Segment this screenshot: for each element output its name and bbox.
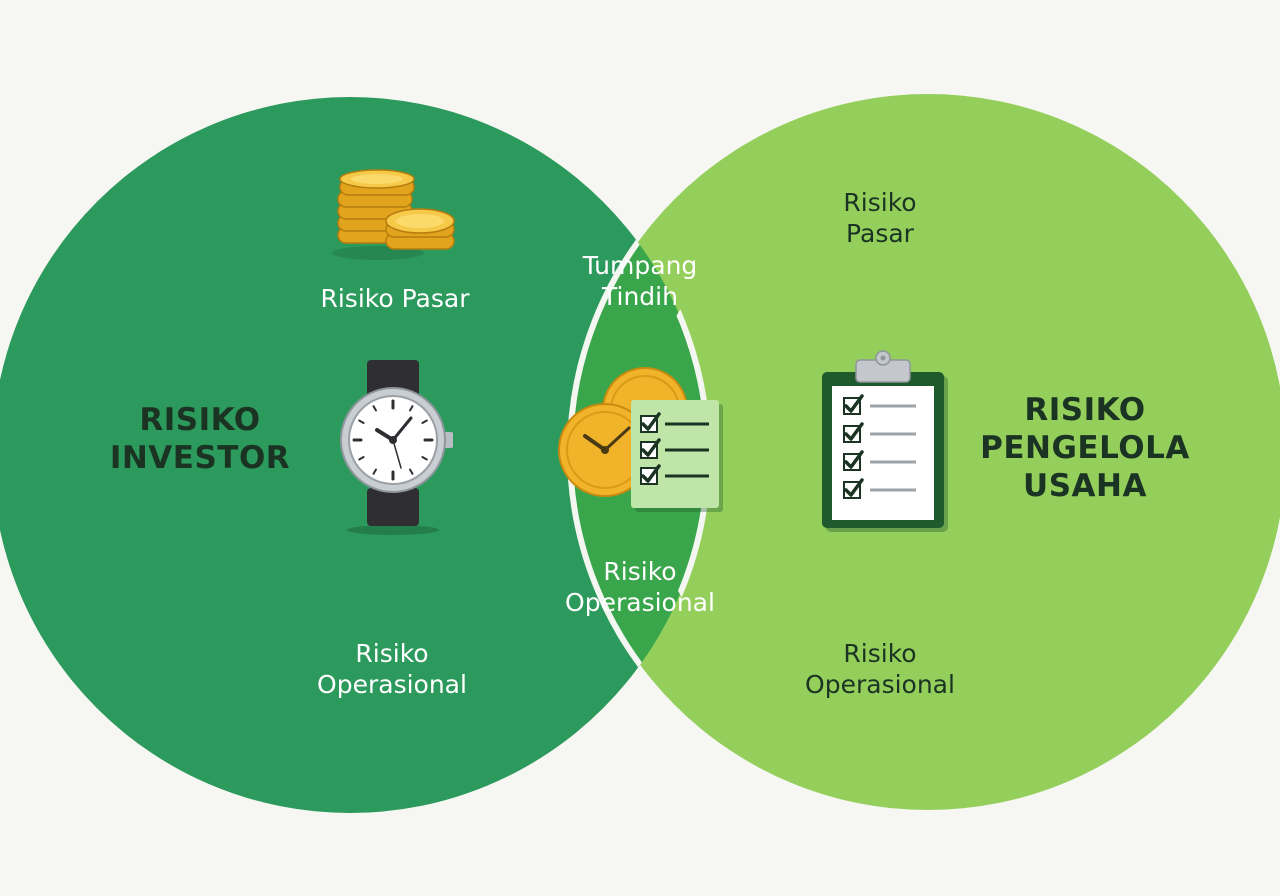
clipboard-checklist-icon: [818, 350, 953, 535]
coins-icon: [328, 165, 468, 275]
left-title: RISIKO INVESTOR: [109, 402, 291, 476]
watch-icon: [335, 360, 455, 540]
overlap-title: Tumpang Tindih: [582, 251, 698, 312]
left-operational-label: Risiko Operasional: [317, 639, 467, 700]
right-operational-label: Risiko Operasional: [805, 639, 955, 700]
overlap-operational-label: Risiko Operasional: [565, 557, 715, 618]
left-market-label: Risiko Pasar: [320, 284, 470, 313]
right-market-label: Risiko Pasar: [843, 188, 917, 249]
coins-checklist-icon: [555, 367, 735, 518]
right-title: RISIKO PENGELOLA USAHA: [980, 392, 1190, 504]
